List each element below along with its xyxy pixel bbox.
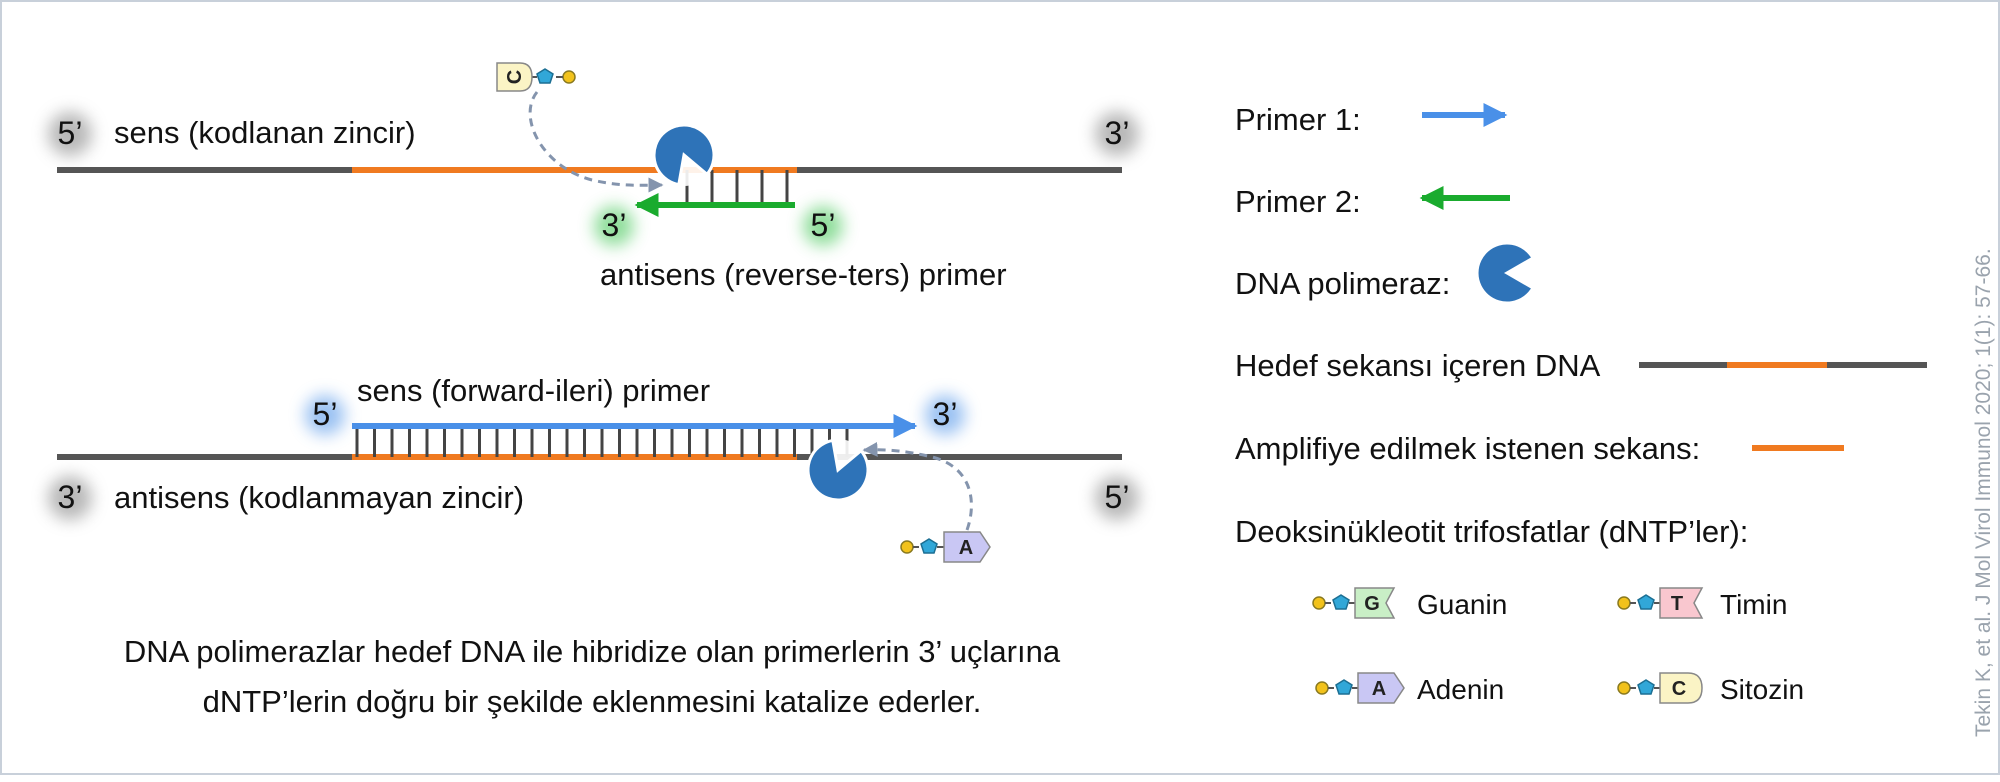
timin-name: Timin (1720, 589, 1787, 620)
top-end-left-label: 5’ (58, 115, 83, 151)
sitozin-name: Sitozin (1720, 674, 1804, 705)
bottom-end-right-label: 5’ (1105, 479, 1130, 515)
top-strand: 5’ sens (kodlanan zincir) 3’ 3’ 5’ antis… (48, 62, 1139, 292)
top-polymerase-icon (652, 123, 716, 187)
guanin-icon (1354, 587, 1396, 619)
legend-primer2-label: Primer 2: (1235, 184, 1361, 219)
legend-base-adenin: A Adenin (1315, 672, 1504, 705)
legend-dntp-label: Deoksinükleotit trifosfatlar (dNTP’ler): (1235, 514, 1748, 549)
adenin-icon (1357, 672, 1405, 704)
sitozin-letter: C (1672, 678, 1686, 700)
legend-polymerase-label: DNA polimeraz: (1235, 266, 1450, 301)
legend-target-dna-label: Hedef sekansı içeren DNA (1235, 348, 1601, 383)
top-end-right: 3’ (1095, 112, 1139, 156)
legend-base-timin: T Timin (1617, 587, 1787, 620)
bottom-end-left: 3’ (48, 476, 92, 520)
legend-polymerase-icon (1475, 241, 1538, 305)
legend-base-guanin: G Guanin (1312, 587, 1507, 620)
reverse-primer-3-label: 3’ (602, 207, 627, 243)
legend-base-sitozin: C Sitozin (1617, 672, 1804, 705)
incoming-dntp-a: A (900, 531, 991, 563)
forward-primer-label: sens (forward-ileri) primer (357, 373, 710, 408)
bottom-end-right: 5’ (1095, 476, 1139, 520)
reverse-primer-5-end: 5’ (803, 206, 843, 246)
guanin-letter: G (1364, 593, 1380, 615)
timin-letter: T (1671, 593, 1683, 615)
reverse-primer-5-label: 5’ (811, 207, 836, 243)
top-end-left: 5’ (48, 112, 92, 156)
bottom-rungs (355, 426, 849, 457)
bottom-strand: 3’ antisens (kodlanmayan zincir) 5’ 5’ 3… (48, 373, 1139, 563)
caption-line-1: DNA polimerazlar hedef DNA ile hibridize… (124, 634, 1061, 669)
reverse-primer-label: antisens (reverse-ters) primer (600, 257, 1007, 292)
forward-primer-5-label: 5’ (313, 396, 338, 432)
bottom-polymerase-icon (806, 438, 870, 502)
legend: Primer 1: Primer 2: DNA polimeraz: Hedef… (1235, 102, 1927, 705)
adenin-name: Adenin (1417, 674, 1504, 705)
bottom-end-left-label: 3’ (58, 479, 83, 515)
adenin-letter: A (1372, 678, 1386, 700)
bottom-strand-label: antisens (kodlanmayan zincir) (114, 480, 524, 515)
forward-primer-5-end: 5’ (305, 395, 345, 435)
reverse-primer-3-end: 3’ (594, 206, 634, 246)
guanin-name: Guanin (1417, 589, 1507, 620)
forward-primer-3-end: 3’ (925, 395, 965, 435)
timin-icon (1659, 587, 1704, 619)
sitozin-icon (1659, 672, 1703, 704)
bottom-dntp-path (862, 441, 973, 531)
legend-amplify-label: Amplifiye edilmek istenen sekans: (1235, 431, 1700, 466)
legend-primer1-label: Primer 1: (1235, 102, 1361, 137)
top-strand-label: sens (kodlanan zincir) (114, 115, 416, 150)
incoming-base-a-letter: A (959, 537, 973, 559)
top-end-right-label: 3’ (1105, 115, 1130, 151)
forward-primer-3-label: 3’ (933, 396, 958, 432)
caption-line-2: dNTP’lerin doğru bir şekilde eklenmesini… (203, 684, 982, 719)
incoming-base-c-letter: C (504, 70, 526, 84)
top-dntp-path (528, 91, 664, 193)
incoming-dntp-c: C (496, 62, 576, 92)
citation-text: Tekin K, et al. J Mol Virol Immunol 2020… (1972, 248, 1995, 737)
